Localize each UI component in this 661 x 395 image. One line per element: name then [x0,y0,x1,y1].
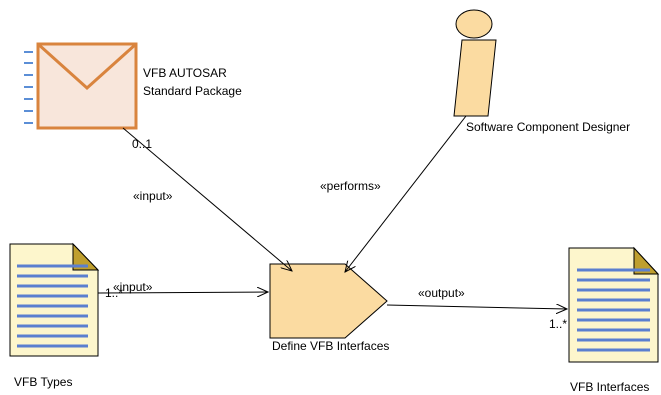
edge-line [122,127,292,271]
edge-package-to-task[interactable]: 0..1 «input» [122,127,292,271]
edge-line [386,305,567,309]
designer-node[interactable]: Software Component Designer [453,9,630,134]
document-lines [17,264,88,348]
designer-label: Software Component Designer [466,120,630,134]
package-label-line1: VFB AUTOSAR [143,66,227,80]
document-fold [633,246,660,275]
vfb-types-label: VFB Types [14,375,72,389]
edge-multiplicity: 0..1 [132,137,152,151]
edge-stereotype: «input» [133,189,173,203]
edge-line [345,115,467,272]
vfb-interfaces-node[interactable]: VFB Interfaces [568,246,660,394]
edge-task-to-interfaces[interactable]: «output» 1..* [386,286,567,331]
edge-stereotype: «performs» [320,179,381,193]
edge-stereotype: «input» [113,280,153,294]
edge-line [97,292,268,293]
edge-designer-to-task[interactable]: «performs» [320,115,467,272]
edge-multiplicity: 1..* [549,317,567,331]
role-body-icon [453,39,497,117]
document-lines [577,268,650,352]
package-label-line2: Standard Package [143,84,242,98]
task-shape [269,263,388,339]
document-icon [568,247,659,363]
task-label: Define VFB Interfaces [272,339,389,353]
vfb-types-node[interactable]: VFB Types [9,242,100,389]
edge-types-to-task[interactable]: 1..* «input» [97,280,268,300]
document-fold [72,242,100,271]
document-icon [9,243,99,357]
role-head-icon [455,9,493,39]
package-node[interactable]: VFB AUTOSAR Standard Package [24,42,242,130]
task-node[interactable]: Define VFB Interfaces [269,263,389,353]
envelope-flap [36,42,138,91]
edge-multiplicity: 1..* [105,286,123,300]
vfb-interfaces-label: VFB Interfaces [570,380,649,394]
edge-stereotype: «output» [418,286,465,300]
package-side-dashes [24,51,33,124]
